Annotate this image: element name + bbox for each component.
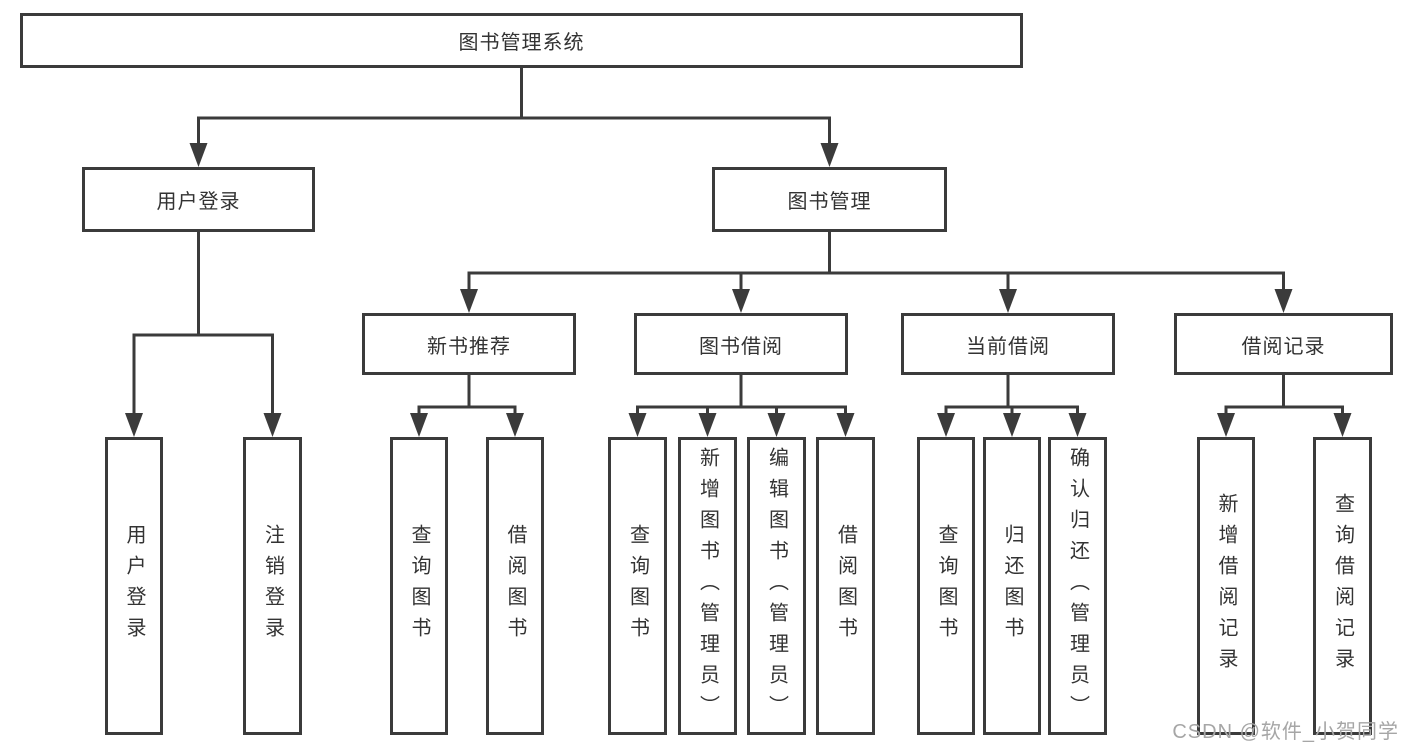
arrowhead-icon xyxy=(125,413,143,437)
arrowhead-icon xyxy=(189,143,208,167)
arrowhead-icon xyxy=(1068,413,1087,437)
arrowhead-icon xyxy=(1217,413,1235,437)
node-leaf-borrow-books-1: 借阅图书 xyxy=(486,437,544,735)
node-leaf-user-login: 用户登录 xyxy=(105,437,163,735)
connector-group-user-login xyxy=(125,230,282,437)
node-label-leaf-query-books-3: 查询图书 xyxy=(935,524,957,648)
node-label-leaf-edit-books: 编辑图书（管理员） xyxy=(765,446,788,726)
node-leaf-query-books-1: 查询图书 xyxy=(390,437,448,735)
connector-group-borrow-records xyxy=(1217,373,1352,437)
node-leaf-query-borrow-record: 查询借阅记录 xyxy=(1313,437,1372,735)
node-label-root: 图书管理系统 xyxy=(458,32,585,54)
node-current-borrow: 当前借阅 xyxy=(901,313,1115,375)
node-label-leaf-borrow-books-2: 借阅图书 xyxy=(834,524,857,648)
arrowhead-icon xyxy=(732,289,750,313)
node-label-leaf-confirm-return: 确认归还（管理员） xyxy=(1066,446,1089,726)
node-label-book-mgmt: 图书管理 xyxy=(787,191,872,213)
node-label-leaf-add-borrow-record: 新增借阅记录 xyxy=(1215,493,1237,679)
node-label-leaf-borrow-books-1: 借阅图书 xyxy=(504,524,526,648)
node-leaf-return-books: 归还图书 xyxy=(983,437,1041,735)
arrowhead-icon xyxy=(460,289,478,313)
node-label-borrow-records: 借阅记录 xyxy=(1241,335,1326,358)
arrowhead-icon xyxy=(1274,289,1293,313)
connector-group-root xyxy=(189,66,839,167)
node-leaf-query-books-2: 查询图书 xyxy=(608,437,667,735)
connector-group-book-mgmt xyxy=(460,230,1293,313)
node-book-mgmt: 图书管理 xyxy=(712,167,947,232)
node-label-leaf-query-books-1: 查询图书 xyxy=(408,524,430,648)
arrowhead-icon xyxy=(263,413,282,437)
node-leaf-edit-books: 编辑图书（管理员） xyxy=(747,437,806,735)
watermark: CSDN @软件_小贺同学 xyxy=(1172,721,1399,743)
node-label-leaf-add-books: 新增图书（管理员） xyxy=(696,446,719,726)
node-leaf-add-books: 新增图书（管理员） xyxy=(678,437,737,735)
arrowhead-icon xyxy=(628,413,647,437)
node-borrow-records: 借阅记录 xyxy=(1174,313,1393,375)
node-label-user-login: 用户登录 xyxy=(156,191,241,213)
node-label-new-book-rec: 新书推荐 xyxy=(427,335,511,358)
node-new-book-rec: 新书推荐 xyxy=(362,313,576,375)
arrowhead-icon xyxy=(1333,413,1352,437)
arrowhead-icon xyxy=(767,413,786,437)
node-book-borrow: 图书借阅 xyxy=(634,313,848,375)
node-user-login: 用户登录 xyxy=(82,167,315,232)
node-label-leaf-query-borrow-record: 查询借阅记录 xyxy=(1331,493,1354,679)
connector-group-new-book-rec xyxy=(410,373,524,437)
node-leaf-query-books-3: 查询图书 xyxy=(917,437,975,735)
connector-group-book-borrow xyxy=(628,373,855,437)
node-label-leaf-user-login: 用户登录 xyxy=(123,524,145,648)
arrowhead-icon xyxy=(820,143,839,167)
node-label-leaf-return-books: 归还图书 xyxy=(1001,524,1023,648)
node-leaf-borrow-books-2: 借阅图书 xyxy=(816,437,875,735)
arrowhead-icon xyxy=(999,289,1017,313)
node-label-leaf-logout: 注销登录 xyxy=(261,524,284,648)
arrowhead-icon xyxy=(836,413,855,437)
node-label-current-borrow: 当前借阅 xyxy=(966,335,1050,358)
node-label-leaf-query-books-2: 查询图书 xyxy=(626,524,649,648)
arrowhead-icon xyxy=(937,413,955,437)
node-leaf-logout: 注销登录 xyxy=(243,437,302,735)
connector-group-current-borrow xyxy=(937,373,1087,437)
node-label-book-borrow: 图书借阅 xyxy=(699,335,783,358)
node-leaf-confirm-return: 确认归还（管理员） xyxy=(1048,437,1107,735)
node-root: 图书管理系统 xyxy=(20,13,1023,68)
arrowhead-icon xyxy=(506,413,524,437)
arrowhead-icon xyxy=(1003,413,1021,437)
arrowhead-icon xyxy=(410,413,428,437)
arrowhead-icon xyxy=(698,413,717,437)
node-leaf-add-borrow-record: 新增借阅记录 xyxy=(1197,437,1255,735)
